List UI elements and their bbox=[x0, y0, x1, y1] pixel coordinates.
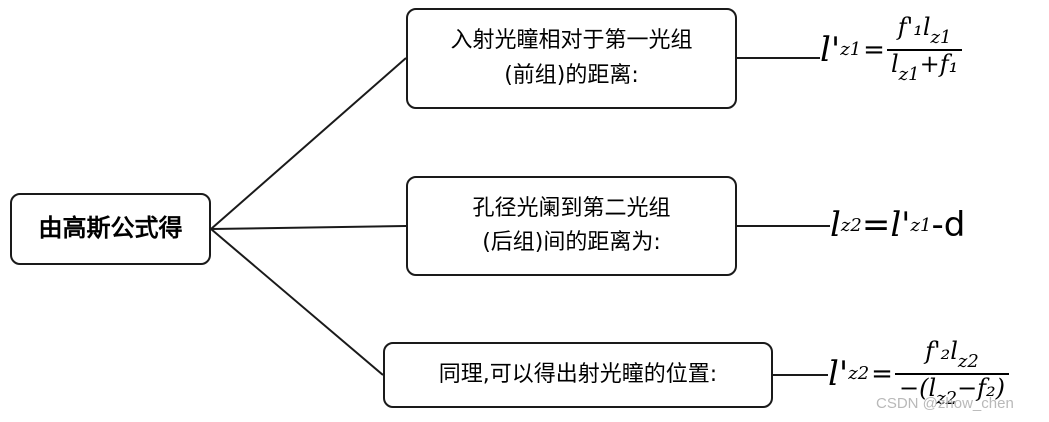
connector-root-branch-3 bbox=[210, 228, 384, 376]
formula-3-equals: = bbox=[871, 358, 893, 389]
branch-node-aperture-distance: 孔径光阑到第二光组 (后组)间的距离为: bbox=[406, 176, 737, 276]
formula-2-equals: = bbox=[861, 205, 891, 245]
formula-1-equals: = bbox=[863, 34, 885, 65]
formula-3-fraction-bar bbox=[894, 372, 1010, 375]
formula-exit-pupil: l'z2= f'₂lz2 −(lz2−f₂) bbox=[828, 337, 1010, 409]
formula-2-b: l' bbox=[890, 205, 911, 245]
watermark: CSDN @zhow_chen bbox=[876, 395, 1014, 412]
formula-2-tail: -d bbox=[931, 205, 966, 245]
formula-3-lhs: l' bbox=[828, 353, 849, 394]
branch-node-exit-pupil-position: 同理,可以得出射光瞳的位置: bbox=[383, 342, 773, 408]
branch-1-label: 入射光瞳相对于第一光组 (前组)的距离: bbox=[450, 28, 693, 88]
formula-3-numerator: f'₂lz2 bbox=[925, 337, 979, 372]
connector-root-branch-1 bbox=[210, 57, 407, 230]
formula-3-denominator: −(lz2−f₂) bbox=[898, 373, 1006, 409]
branch-2-label: 孔径光阑到第二光组 (后组)间的距离为: bbox=[472, 195, 671, 255]
formula-1-lhs: l' bbox=[820, 29, 841, 70]
formula-entrance-pupil: l'z1= f'₁lz1 lz1+f₁ bbox=[820, 13, 963, 85]
connector-root-branch-2 bbox=[210, 225, 407, 230]
branch-node-front-group-distance: 入射光瞳相对于第一光组 (前组)的距离: bbox=[406, 8, 737, 109]
branch-3-label: 同理,可以得出射光瞳的位置: bbox=[438, 361, 718, 387]
formula-2-b-sub: z1 bbox=[910, 214, 932, 236]
formula-3-fraction: f'₂lz2 −(lz2−f₂) bbox=[894, 337, 1010, 409]
root-node: 由高斯公式得 bbox=[10, 193, 211, 265]
formula-2-a-sub: z2 bbox=[840, 214, 862, 236]
formula-2-a: l bbox=[830, 205, 841, 245]
formula-1-lhs-sub: z1 bbox=[840, 39, 862, 61]
formula-1-numerator: f'₁lz1 bbox=[897, 13, 952, 48]
formula-3-lhs-sub: z2 bbox=[848, 363, 870, 385]
formula-1-fraction-bar bbox=[886, 48, 963, 51]
root-node-label: 由高斯公式得 bbox=[38, 214, 183, 243]
formula-1-fraction: f'₁lz1 lz1+f₁ bbox=[886, 13, 963, 85]
formula-1-denominator: lz1+f₁ bbox=[890, 49, 959, 85]
